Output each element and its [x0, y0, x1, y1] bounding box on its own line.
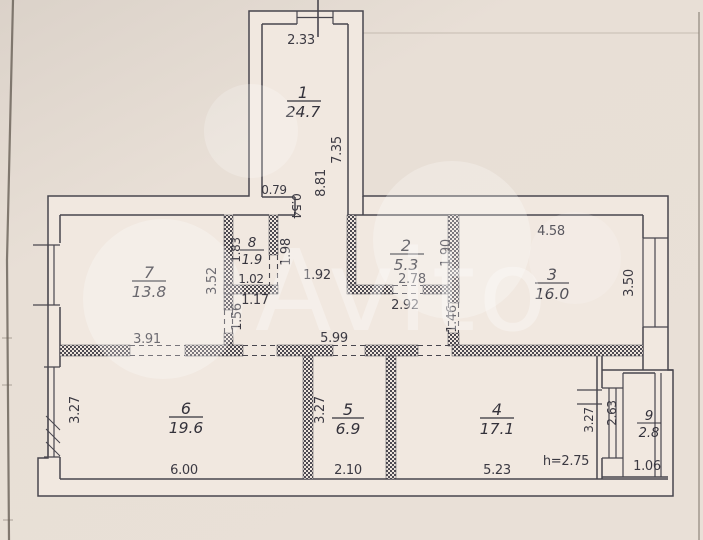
room-label-5: 5 6.9	[332, 400, 364, 438]
room-area: 17.1	[480, 420, 515, 438]
dim-label: 3.27	[582, 407, 596, 433]
door-opening	[243, 344, 277, 357]
room-area: 5.3	[394, 256, 419, 274]
watermark-circle	[83, 219, 243, 379]
wall-segment	[451, 344, 644, 357]
ceiling-height-note: h=2.75	[543, 454, 589, 469]
room-number: 9	[645, 408, 654, 424]
dimension-labels: 2.33 7.35 8.81 0.79 0.54 1.83 1.98 1.02 …	[68, 33, 661, 478]
window-symbols	[33, 0, 668, 477]
room-label-1: 1 24.7	[286, 83, 321, 121]
avito-watermark: Avito	[83, 84, 621, 379]
dim-label: 5.99	[320, 331, 348, 346]
dim-label: 0.79	[261, 183, 287, 197]
dim-label: 6.00	[170, 463, 198, 478]
room-number: 3	[547, 265, 557, 284]
scan-edge-ticks	[2, 337, 13, 521]
room-number: 2	[401, 236, 411, 255]
dim-label: 3.50	[622, 269, 637, 297]
room-label-8: 8 1.9	[240, 235, 264, 268]
watermark-circle	[529, 212, 621, 304]
room-number: 7	[144, 263, 155, 282]
door-opening	[130, 344, 185, 357]
dim-label: 1.02	[238, 272, 264, 286]
dim-label: 8.81	[314, 169, 329, 197]
window-icon	[296, 11, 334, 24]
dim-label: 1.56	[230, 303, 245, 331]
dim-label: 3.27	[313, 396, 328, 424]
room-area: 2.8	[639, 426, 660, 441]
dim-label: 3.52	[205, 267, 220, 295]
door-opening	[393, 284, 423, 295]
dim-label: 7.35	[330, 136, 345, 164]
room-label-3: 3 16.0	[535, 265, 570, 303]
balcony-window-icon	[577, 373, 624, 477]
dim-label: 2.10	[334, 463, 362, 478]
room-label-7: 7 13.8	[132, 263, 167, 301]
watermark-circle	[373, 161, 531, 319]
room-area: 1.9	[242, 253, 263, 268]
dim-label: 1.83	[229, 237, 243, 263]
wall-segment	[268, 214, 279, 256]
room-area: 16.0	[535, 285, 570, 303]
room-label-9: 9 2.8	[637, 408, 661, 441]
dim-label: 5.23	[483, 463, 511, 478]
dim-label: 0.54	[289, 193, 303, 219]
dim-label: 2.63	[605, 400, 619, 426]
dim-label: 2.78	[398, 272, 426, 287]
dim-label: 2.33	[287, 33, 315, 48]
door-opening	[223, 310, 234, 333]
room-number: 5	[343, 400, 353, 419]
dim-label: 1.90	[439, 239, 454, 267]
wall-segment	[302, 355, 314, 480]
dim-label: 1.98	[279, 238, 294, 266]
room-number: 6	[181, 399, 191, 418]
wall-segment	[59, 344, 131, 357]
interior-walls	[59, 214, 644, 480]
room-area: 19.6	[169, 419, 204, 437]
dim-label: 1.17	[241, 293, 269, 308]
room-labels: 1 24.7 2 5.3 3 16.0 4 17.1 5 6.9 6 19.6	[132, 83, 661, 441]
dim-label: 3.27	[68, 396, 83, 424]
window-icon	[642, 237, 668, 328]
room-number: 8	[248, 235, 257, 251]
window-icon	[654, 373, 662, 477]
wall-segment	[385, 355, 397, 480]
door-opening	[447, 303, 460, 333]
window-icon	[44, 366, 60, 458]
dim-label: 1.92	[303, 268, 331, 283]
room-area: 6.9	[336, 420, 361, 438]
dim-label: 4.58	[537, 224, 565, 239]
room-label-2: 2 5.3	[390, 236, 424, 274]
wall-segment	[447, 214, 460, 304]
door-opening	[268, 255, 279, 285]
watermark-text: Avito	[255, 227, 550, 357]
room-number: 4	[492, 400, 502, 419]
door-opening	[418, 344, 452, 357]
room-area: 13.8	[132, 283, 167, 301]
room-area: 24.7	[286, 103, 321, 121]
room-label-4: 4 17.1	[480, 400, 515, 438]
wall-segment	[184, 344, 244, 357]
scan-edge-left	[5, 0, 15, 540]
wall-segment	[223, 284, 279, 295]
dim-label: 3.91	[133, 332, 161, 347]
wall-segment	[346, 284, 394, 295]
window-shading	[45, 415, 61, 457]
door-openings	[130, 255, 460, 357]
room-number: 1	[298, 83, 308, 102]
watermark-circle	[204, 84, 298, 178]
dim-label: 2.92	[391, 298, 419, 313]
wall-segment	[223, 214, 234, 311]
window-icon	[33, 244, 60, 306]
room-label-6: 6 19.6	[169, 399, 204, 437]
dim-label: 1.06	[633, 459, 661, 474]
dim-label: 1.46	[445, 305, 460, 333]
